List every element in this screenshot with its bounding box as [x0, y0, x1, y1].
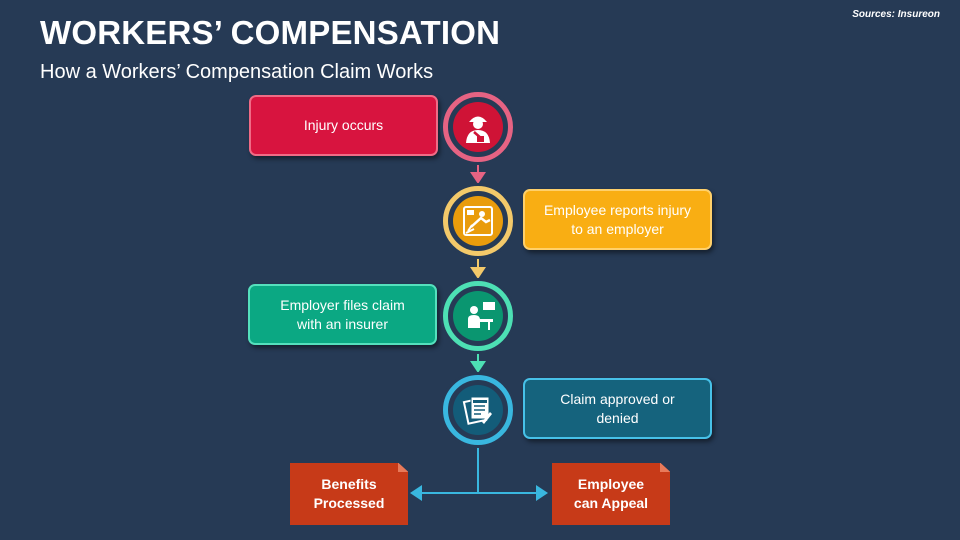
- step-employer-files-claim: Employer files claim with an insurer: [248, 284, 437, 345]
- claim-document-icon: [462, 396, 492, 425]
- step-2-circle: [443, 186, 513, 256]
- step-employee-reports: Employee reports injury to an employer: [523, 189, 712, 250]
- step-label: Injury occurs: [303, 117, 384, 133]
- outcome-label: Employee can Appeal: [573, 476, 649, 511]
- step-label: Employee reports injury to an employer: [543, 201, 692, 237]
- desk-claim-icon: [468, 302, 495, 330]
- step-claim-decision: Claim approved or denied: [523, 378, 712, 439]
- page-subtitle: How a Workers’ Compensation Claim Works: [40, 61, 434, 83]
- outcome-employee-appeal: Employee can Appeal: [552, 463, 670, 525]
- slip-fall-report-icon: [463, 206, 493, 236]
- step-injury-occurs: Injury occurs: [249, 95, 438, 156]
- page-title: WORKERS’ COMPENSATION: [40, 14, 501, 51]
- step-label: Claim approved or denied: [560, 390, 675, 426]
- step-3-circle: [443, 281, 513, 351]
- step-1-circle: [443, 92, 513, 162]
- injured-worker-icon: [466, 116, 490, 143]
- step-label: Employer files claim with an insurer: [280, 296, 405, 332]
- outcome-benefits-processed: Benefits Processed: [290, 463, 408, 525]
- step-4-circle: [443, 375, 513, 445]
- outcome-label: Benefits Processed: [313, 476, 385, 511]
- source-note: Sources: Insureon: [852, 9, 940, 20]
